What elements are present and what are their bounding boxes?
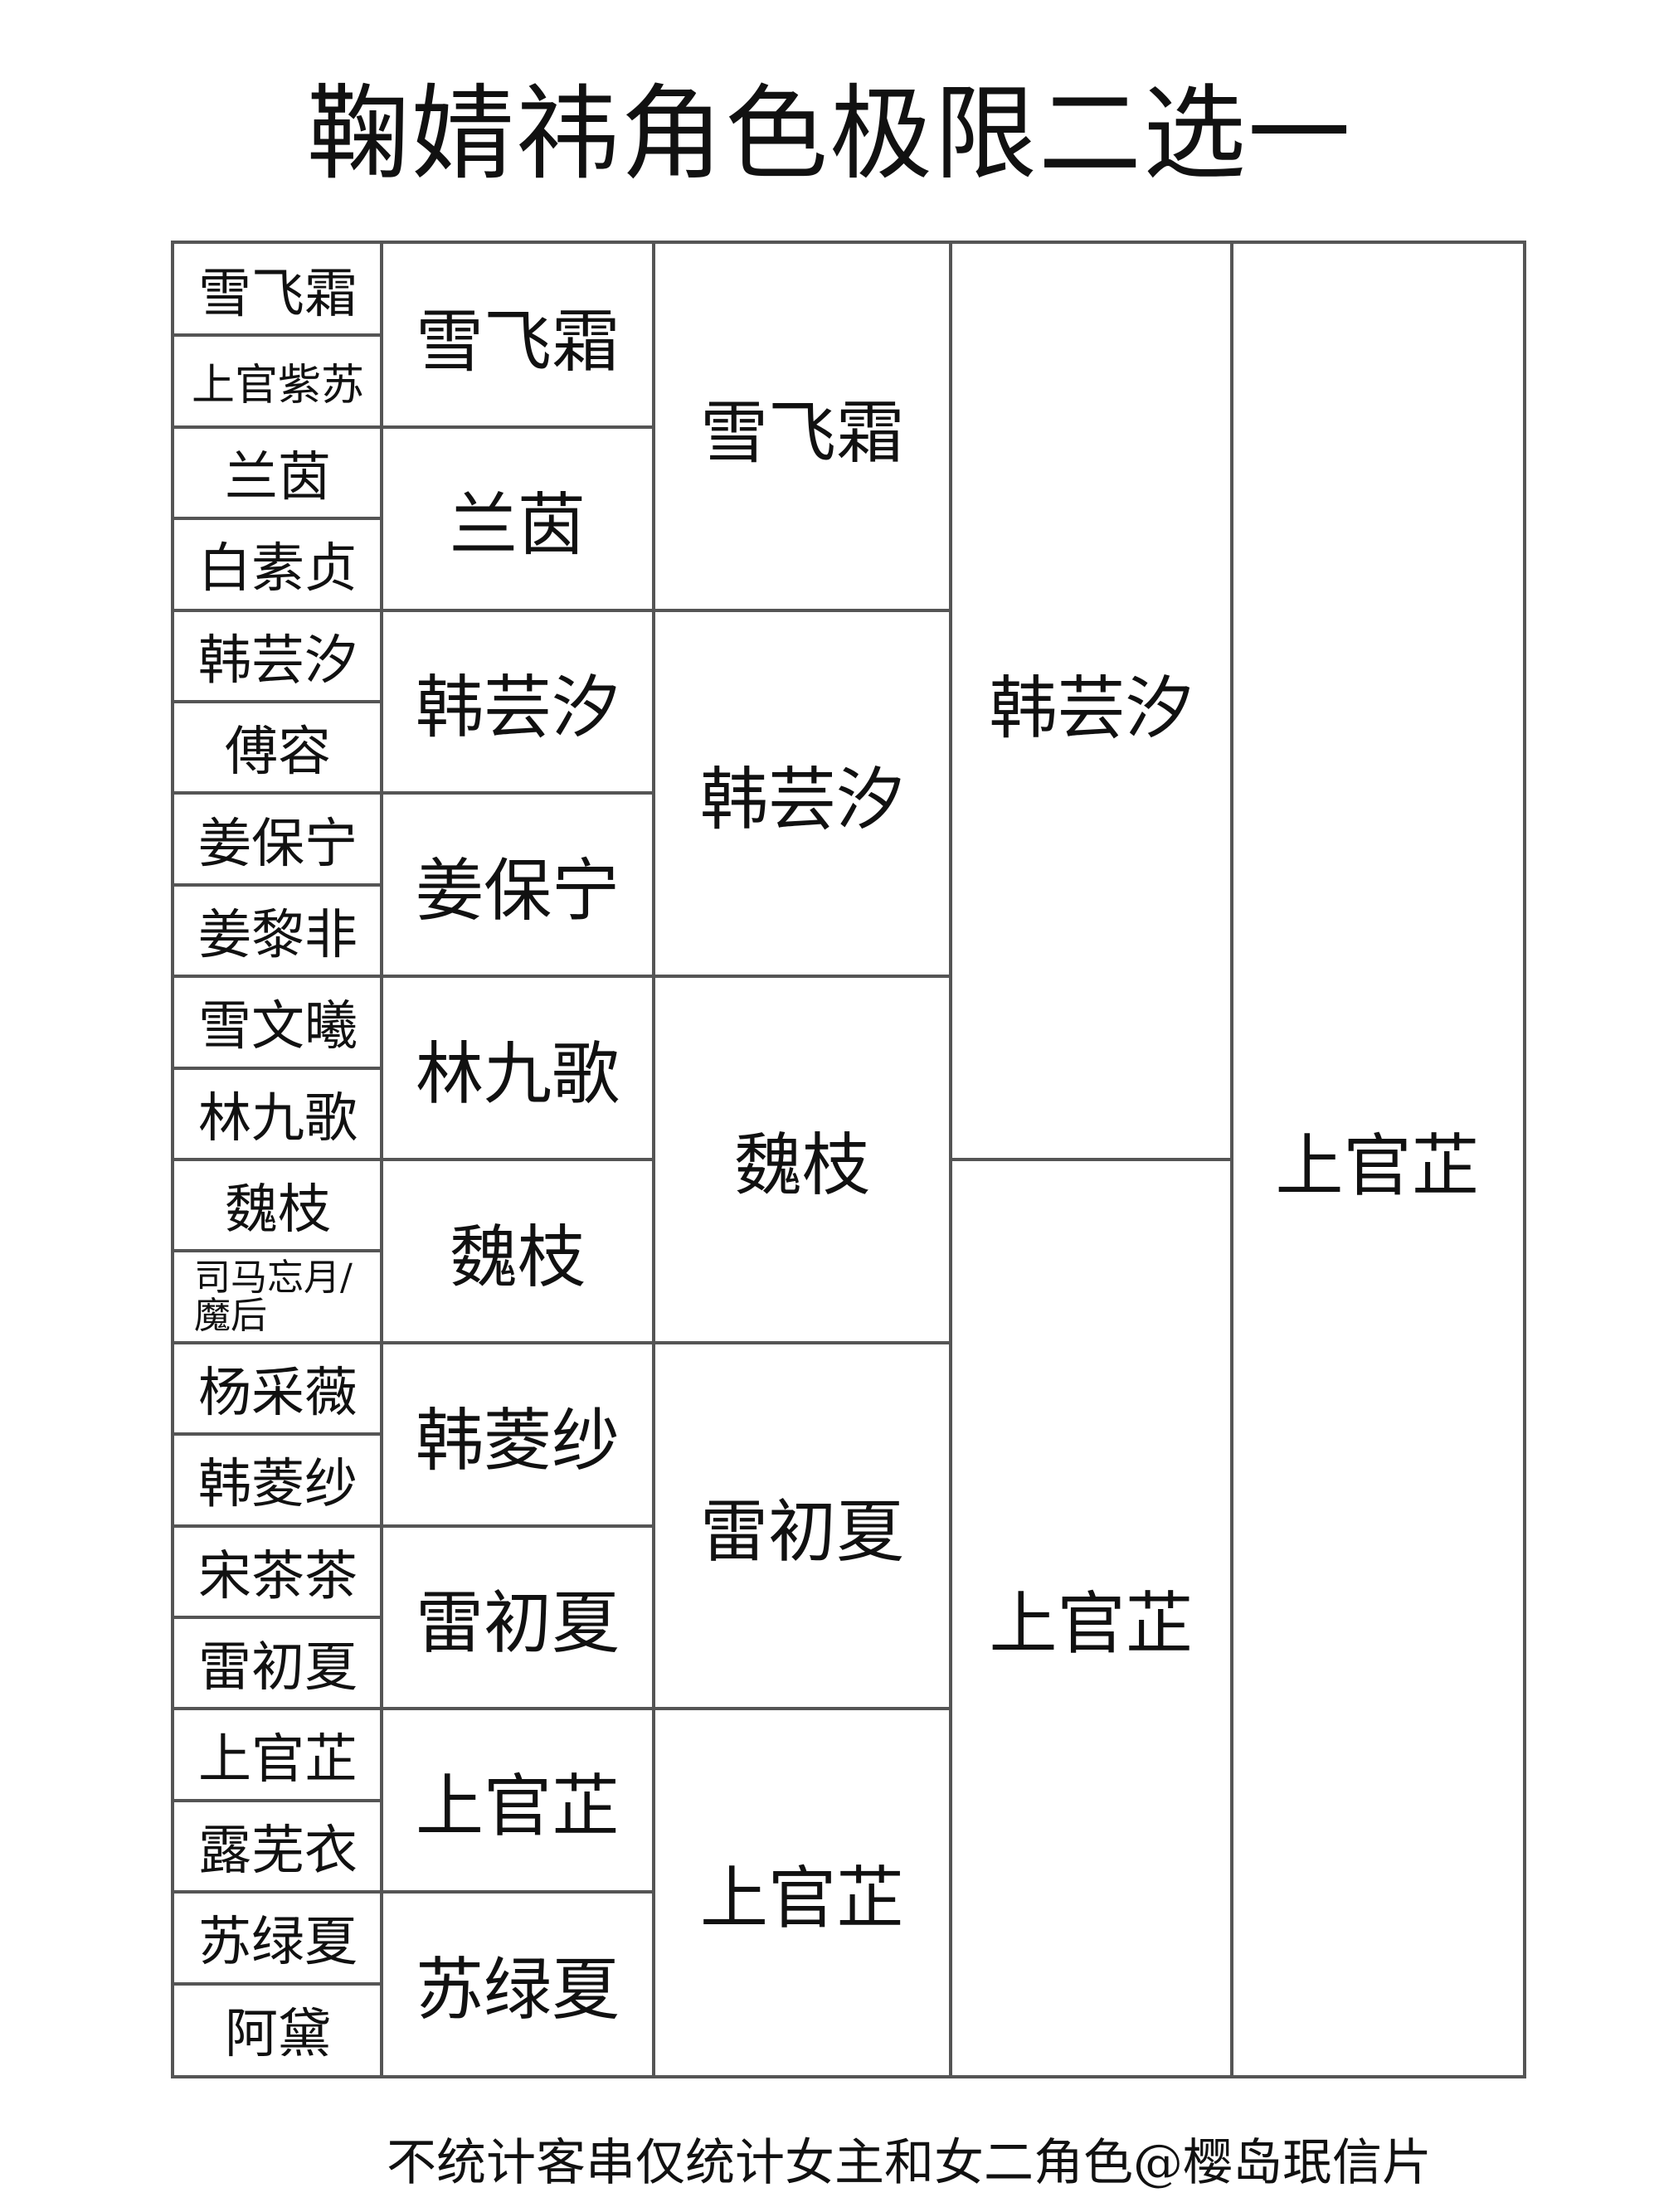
round2-cell: 魏枝 xyxy=(733,1126,870,1206)
row-divider xyxy=(174,333,382,338)
round1-cell: 苏绿夏 xyxy=(415,1951,620,2030)
round0-cell: 阿黛 xyxy=(225,2003,331,2065)
row-divider xyxy=(654,975,951,979)
round0-cell: 上官芷 xyxy=(198,1728,358,1791)
row-divider xyxy=(174,791,382,795)
round1-cell: 韩芸汐 xyxy=(415,668,620,748)
row-divider xyxy=(174,1340,382,1344)
row-divider xyxy=(174,700,382,703)
round1-cell: 姜保宁 xyxy=(415,852,620,931)
row-divider xyxy=(382,425,654,429)
round0-cell: 魏枝 xyxy=(225,1179,331,1242)
column-divider xyxy=(652,244,655,2075)
round0-cell: 杨采薇 xyxy=(198,1362,358,1424)
column-divider xyxy=(949,244,952,2075)
round0-cell: 雪文曦 xyxy=(198,996,358,1058)
row-divider xyxy=(951,1158,1232,1161)
row-divider xyxy=(174,1981,382,1986)
row-divider xyxy=(174,975,382,979)
row-divider xyxy=(382,1158,654,1161)
round1-cell: 魏枝 xyxy=(449,1218,586,1297)
row-divider xyxy=(174,608,382,612)
row-divider xyxy=(174,1798,382,1802)
column-divider xyxy=(1230,244,1233,2075)
row-divider xyxy=(174,1524,382,1528)
round2-cell: 雷初夏 xyxy=(699,1493,904,1573)
round0-cell: 雷初夏 xyxy=(198,1637,358,1699)
row-divider xyxy=(174,1066,382,1070)
row-divider xyxy=(174,1158,382,1161)
round1-cell: 兰茵 xyxy=(449,485,586,565)
row-divider xyxy=(382,1890,654,1894)
page-title: 鞠婧祎角色极限二选一 xyxy=(306,75,1352,194)
round0-cell: 姜保宁 xyxy=(198,813,358,875)
round0-cell: 兰茵 xyxy=(225,446,331,508)
round0-cell: 雪飞霜 xyxy=(198,264,358,326)
round1-cell: 韩菱纱 xyxy=(415,1401,620,1480)
round0-cell: 白素贞 xyxy=(198,538,358,600)
round0-cell: 宋茶茶 xyxy=(198,1545,358,1607)
row-divider xyxy=(174,425,382,429)
round0-cell: 司马忘月/魔后 xyxy=(194,1256,353,1337)
row-divider xyxy=(174,1890,382,1894)
bracket-table: 雪飞霜上官紫苏兰茵白素贞韩芸汐傅容姜保宁姜黎非雪文曦林九歌魏枝司马忘月/魔后杨采… xyxy=(171,241,1526,2078)
row-divider xyxy=(174,882,382,887)
round3-cell: 韩芸汐 xyxy=(989,668,1194,748)
round0-cell: 傅容 xyxy=(225,722,331,784)
round0-cell: 林九歌 xyxy=(198,1087,358,1150)
round2-cell: 韩芸汐 xyxy=(699,760,904,839)
row-divider xyxy=(382,608,654,612)
row-divider xyxy=(174,517,382,521)
row-divider xyxy=(654,1707,951,1711)
row-divider xyxy=(382,975,654,979)
row-divider xyxy=(654,1340,951,1344)
round0-cell: 苏绿夏 xyxy=(198,1912,358,1974)
round0-cell: 韩菱纱 xyxy=(198,1454,358,1516)
row-divider xyxy=(382,1707,654,1711)
round3-cell: 上官芷 xyxy=(989,1584,1194,1664)
round1-cell: 林九歌 xyxy=(415,1035,620,1115)
row-divider xyxy=(174,1707,382,1711)
round1-cell: 雪飞霜 xyxy=(415,302,620,382)
round0-cell: 韩芸汐 xyxy=(198,630,358,692)
row-divider xyxy=(382,1340,654,1344)
row-divider xyxy=(174,1432,382,1437)
row-divider xyxy=(174,1616,382,1619)
final-cell: 上官芷 xyxy=(1275,1126,1480,1206)
round2-cell: 雪飞霜 xyxy=(699,394,904,474)
row-divider xyxy=(174,1249,382,1253)
row-divider xyxy=(654,608,951,612)
footer-note: 不统计客串仅统计女主和女二角色@樱岛珉信片 xyxy=(387,2134,1432,2192)
round0-cell: 姜黎非 xyxy=(198,904,358,966)
round2-cell: 上官芷 xyxy=(699,1859,904,1938)
row-divider xyxy=(382,1524,654,1528)
round0-cell: 上官紫苏 xyxy=(191,361,364,411)
round1-cell: 上官芷 xyxy=(415,1767,620,1847)
column-divider xyxy=(380,244,383,2075)
round0-cell: 露芜衣 xyxy=(198,1820,358,1882)
round1-cell: 雷初夏 xyxy=(415,1584,620,1664)
row-divider xyxy=(382,791,654,795)
